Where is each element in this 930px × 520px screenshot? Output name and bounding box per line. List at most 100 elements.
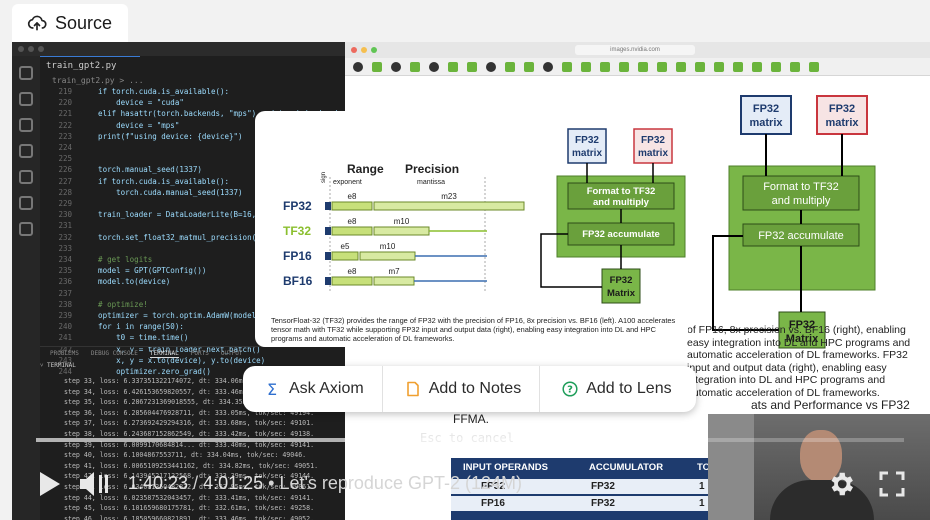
panel-tab[interactable]: PORTS bbox=[190, 350, 209, 357]
svg-text:and multiply: and multiply bbox=[593, 197, 650, 208]
code-line: 223 print(f"using device: {device}") bbox=[44, 131, 344, 142]
add-to-lens-label: Add to Lens bbox=[586, 380, 672, 397]
background-tf32-flow: FP32 matrix FP32 matrix Format to TF32 a… bbox=[712, 95, 876, 349]
play-icon[interactable] bbox=[38, 470, 62, 498]
code-line: 220 device = "cuda" bbox=[44, 97, 344, 108]
add-to-notes-label: Add to Notes bbox=[428, 380, 522, 397]
line-number: 223 bbox=[58, 131, 72, 141]
svg-text:Format to TF32: Format to TF32 bbox=[587, 186, 656, 197]
svg-text:FP32: FP32 bbox=[610, 275, 633, 286]
line-number: 242 bbox=[58, 344, 72, 354]
editor-tab: train_gpt2.py bbox=[40, 56, 140, 74]
code-line: 229 bbox=[44, 198, 344, 209]
code-text: print(f"using device: {device}") bbox=[80, 131, 243, 141]
mantissa-width: m23 bbox=[441, 192, 457, 201]
line-number: 228 bbox=[58, 187, 72, 197]
line-number: 230 bbox=[58, 210, 72, 220]
exponent-bits bbox=[331, 201, 373, 211]
code-line: 234 # get logits bbox=[44, 254, 344, 265]
player-controls: 1:40:23 / 4:01:25 • Let's reproduce GPT-… bbox=[12, 462, 930, 508]
panel-tab[interactable]: PROBLEMS bbox=[50, 350, 79, 357]
line-number: 233 bbox=[58, 243, 72, 253]
line-number: 221 bbox=[58, 109, 72, 119]
terminal-line: step 44, loss: 6.023587532043457, dt: 33… bbox=[64, 493, 315, 502]
mantissa-width: m10 bbox=[380, 242, 396, 251]
exponent-width: e8 bbox=[348, 192, 357, 201]
debug-icon bbox=[19, 144, 33, 158]
code-line: 232 torch.set_float32_matmul_precision('… bbox=[44, 232, 344, 243]
mantissa-bits bbox=[373, 276, 415, 286]
code-line: 224 bbox=[44, 142, 344, 153]
panel-tab[interactable]: OUTPUT bbox=[220, 350, 243, 357]
line-number: 236 bbox=[58, 277, 72, 287]
format-name: BF16 bbox=[283, 274, 313, 288]
webcam-overlay bbox=[708, 414, 930, 520]
code-line: 228 torch.cuda.manual_seed(1337) bbox=[44, 187, 344, 198]
code-line: 244 optimizer.zero_grad() bbox=[44, 366, 344, 377]
volume-icon[interactable] bbox=[78, 470, 112, 498]
code-text: # get logits bbox=[80, 255, 153, 265]
svg-text:FP32 accumulate: FP32 accumulate bbox=[758, 230, 844, 242]
ask-axiom-button[interactable]: Σ Ask Axiom bbox=[243, 366, 382, 412]
video-player[interactable]: train_gpt2.py train_gpt2.py > ... 219 if… bbox=[12, 42, 930, 520]
background-table: INPUT OPERANDS ACCUMULATOR TO FP32 FP32 … bbox=[451, 458, 711, 520]
panel-tab[interactable]: DEBUG CONSOLE bbox=[90, 350, 138, 357]
chat-icon bbox=[19, 222, 33, 236]
background-heading: ats and Performance vs FP32 bbox=[751, 398, 910, 412]
mantissa-bits bbox=[373, 226, 430, 236]
code-text: torch.cuda.manual_seed(1337) bbox=[80, 187, 243, 197]
cloud-upload-icon bbox=[27, 15, 47, 31]
line-number: 232 bbox=[58, 232, 72, 242]
terminal-line: step 36, loss: 6.285604476928711, dt: 33… bbox=[64, 408, 315, 417]
exponent-label: exponent bbox=[333, 179, 362, 186]
svg-text:Matrix: Matrix bbox=[786, 333, 819, 345]
code-line: 222 device = "mps" bbox=[44, 120, 344, 131]
svg-text:and multiply: and multiply bbox=[772, 195, 831, 207]
fullscreen-icon[interactable] bbox=[878, 470, 906, 498]
presenter-head bbox=[800, 430, 842, 482]
table-row: FP16 FP32 1 bbox=[451, 495, 711, 511]
terminal-line: step 40, loss: 6.1004867553711, dt: 334.… bbox=[64, 451, 307, 460]
code-line: 241 t0 = time.time() bbox=[44, 332, 344, 343]
code-text: device = "mps" bbox=[80, 120, 180, 130]
code-line: 238 # optimize! bbox=[44, 299, 344, 310]
line-number: 219 bbox=[58, 87, 72, 96]
code-text: if torch.cuda.is_available(): bbox=[80, 176, 230, 186]
code-line: 219 if torch.cuda.is_available(): bbox=[44, 86, 344, 97]
code-line: 227 if torch.cuda.is_available(): bbox=[44, 176, 344, 187]
add-to-notes-button[interactable]: Add to Notes bbox=[381, 366, 540, 412]
mantissa-bits bbox=[359, 251, 416, 261]
exponent-bits bbox=[331, 226, 373, 236]
svg-text:FP32: FP32 bbox=[789, 319, 815, 331]
capture-action-bar: Σ Ask Axiom Add to Notes ? Add to Lens bbox=[243, 366, 696, 412]
svg-text:?: ? bbox=[567, 385, 573, 396]
svg-text:Format to TF32: Format to TF32 bbox=[763, 181, 839, 193]
panel-tab[interactable]: TERMINAL bbox=[149, 349, 179, 358]
mantissa-width: m7 bbox=[388, 267, 400, 276]
background-diagram: FP32 matrix FP32 matrix Format to TF32 a… bbox=[345, 76, 930, 520]
exponent-width: e5 bbox=[341, 242, 350, 251]
code-text: model.to(device) bbox=[80, 277, 171, 287]
code-line: 226 torch.manual_seed(1337) bbox=[44, 164, 344, 175]
code-line: 225 bbox=[44, 153, 344, 164]
note-icon bbox=[406, 381, 419, 397]
terminal-line: step 39, loss: 6.0099170684814... dt: 33… bbox=[64, 440, 315, 449]
exponent-bits bbox=[331, 276, 373, 286]
panel-tabs: PROBLEMS DEBUG CONSOLE TERMINAL PORTS OUTPUT bbox=[40, 346, 345, 360]
line-number: 241 bbox=[58, 333, 72, 343]
exponent-bits bbox=[331, 251, 359, 261]
progress-track[interactable] bbox=[36, 438, 904, 442]
line-number: 235 bbox=[58, 266, 72, 276]
svg-text:Σ: Σ bbox=[267, 381, 277, 397]
svg-text:matrix: matrix bbox=[825, 117, 859, 129]
source-tab[interactable]: Source bbox=[12, 4, 128, 42]
gear-icon[interactable] bbox=[826, 469, 856, 499]
question-circle-icon: ? bbox=[562, 381, 578, 397]
line-number: 244 bbox=[58, 367, 72, 377]
mantissa-label: mantissa bbox=[417, 179, 445, 186]
line-number: 224 bbox=[58, 143, 72, 153]
line-number: 243 bbox=[58, 355, 72, 365]
add-to-lens-button[interactable]: ? Add to Lens bbox=[539, 366, 689, 412]
line-number: 229 bbox=[58, 199, 72, 209]
